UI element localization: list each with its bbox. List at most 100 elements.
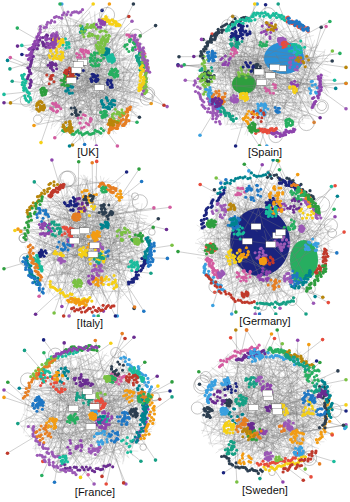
network-node — [52, 57, 55, 60]
network-node — [35, 108, 38, 111]
network-node — [48, 82, 51, 85]
network-node — [91, 79, 94, 82]
network-node — [60, 41, 63, 44]
network-node — [99, 25, 102, 28]
network-node — [2, 101, 6, 105]
network-node — [48, 54, 51, 57]
network-node — [73, 106, 76, 109]
network-node — [108, 35, 111, 38]
network-node — [81, 8, 84, 11]
network-node — [114, 108, 117, 111]
network-node — [102, 106, 105, 109]
network-node — [77, 117, 80, 120]
network-node — [56, 57, 59, 60]
network-node — [91, 2, 95, 6]
network-node — [89, 60, 92, 63]
network-node — [100, 127, 103, 130]
network-node — [68, 46, 71, 49]
network-node — [42, 108, 45, 111]
network-node — [64, 37, 67, 40]
network-node — [96, 78, 99, 81]
network-node — [80, 127, 83, 130]
network-node — [103, 39, 106, 42]
network-node — [109, 72, 112, 75]
network-node — [60, 17, 63, 20]
network-node — [65, 71, 68, 74]
network-node — [2, 93, 6, 97]
network-node — [8, 67, 12, 71]
network-node — [54, 42, 57, 45]
network-node — [100, 115, 103, 118]
network-node — [39, 28, 42, 31]
network-edge — [324, 60, 328, 63]
network-node — [100, 41, 103, 44]
network-node — [103, 29, 106, 32]
self-loop — [34, 115, 43, 124]
network-node — [82, 35, 85, 38]
network-node — [103, 49, 106, 52]
network-node — [100, 30, 103, 33]
network-node — [121, 124, 124, 127]
network-node — [68, 43, 71, 46]
network-node — [51, 62, 54, 65]
network-node — [38, 39, 41, 42]
network-node — [91, 54, 94, 57]
network-node — [23, 95, 26, 98]
network-node — [57, 37, 60, 40]
network-node — [20, 53, 24, 57]
network-node — [56, 110, 59, 113]
network-node — [126, 114, 129, 117]
network-node — [53, 80, 56, 83]
network-node — [100, 49, 103, 52]
network-node — [111, 99, 114, 102]
network-node — [6, 59, 10, 63]
network-node — [43, 87, 46, 90]
network-node — [90, 24, 93, 27]
network-node — [51, 107, 54, 110]
network-node — [71, 74, 74, 77]
network-node — [92, 60, 95, 63]
network-node — [90, 63, 93, 66]
network-node — [79, 111, 82, 114]
network-node — [97, 58, 100, 61]
network-node — [162, 104, 166, 108]
network-node — [116, 74, 119, 77]
network-node — [29, 56, 32, 59]
network-node — [97, 42, 100, 45]
network-node — [70, 129, 73, 132]
network-node — [82, 69, 85, 72]
network-node — [109, 118, 112, 121]
network-node — [29, 79, 32, 82]
network-node — [77, 114, 80, 117]
network-node — [123, 45, 126, 48]
network-node — [112, 56, 115, 59]
network-node — [84, 114, 87, 117]
network-node — [35, 105, 38, 108]
network-node — [45, 38, 48, 41]
network-node — [41, 40, 44, 43]
network-node — [48, 37, 51, 40]
network-node — [139, 79, 142, 82]
network-node — [71, 91, 74, 94]
network-node — [106, 39, 109, 42]
network-node — [143, 92, 146, 95]
network-node — [99, 59, 102, 62]
network-node — [94, 65, 97, 68]
network-node — [54, 62, 57, 65]
network-node — [89, 120, 92, 123]
network-node — [105, 96, 108, 99]
network-node — [45, 26, 48, 29]
network-node — [118, 113, 121, 116]
network-node — [100, 45, 103, 48]
network-node — [70, 113, 73, 116]
network-node — [110, 123, 113, 126]
network-node — [120, 108, 123, 111]
network-node — [82, 53, 85, 56]
network-node — [108, 2, 112, 6]
network-node — [63, 128, 66, 131]
network-node — [109, 86, 112, 89]
network-node — [16, 44, 20, 48]
network-node — [116, 144, 120, 148]
network-node — [59, 107, 62, 110]
network-node — [128, 39, 131, 42]
